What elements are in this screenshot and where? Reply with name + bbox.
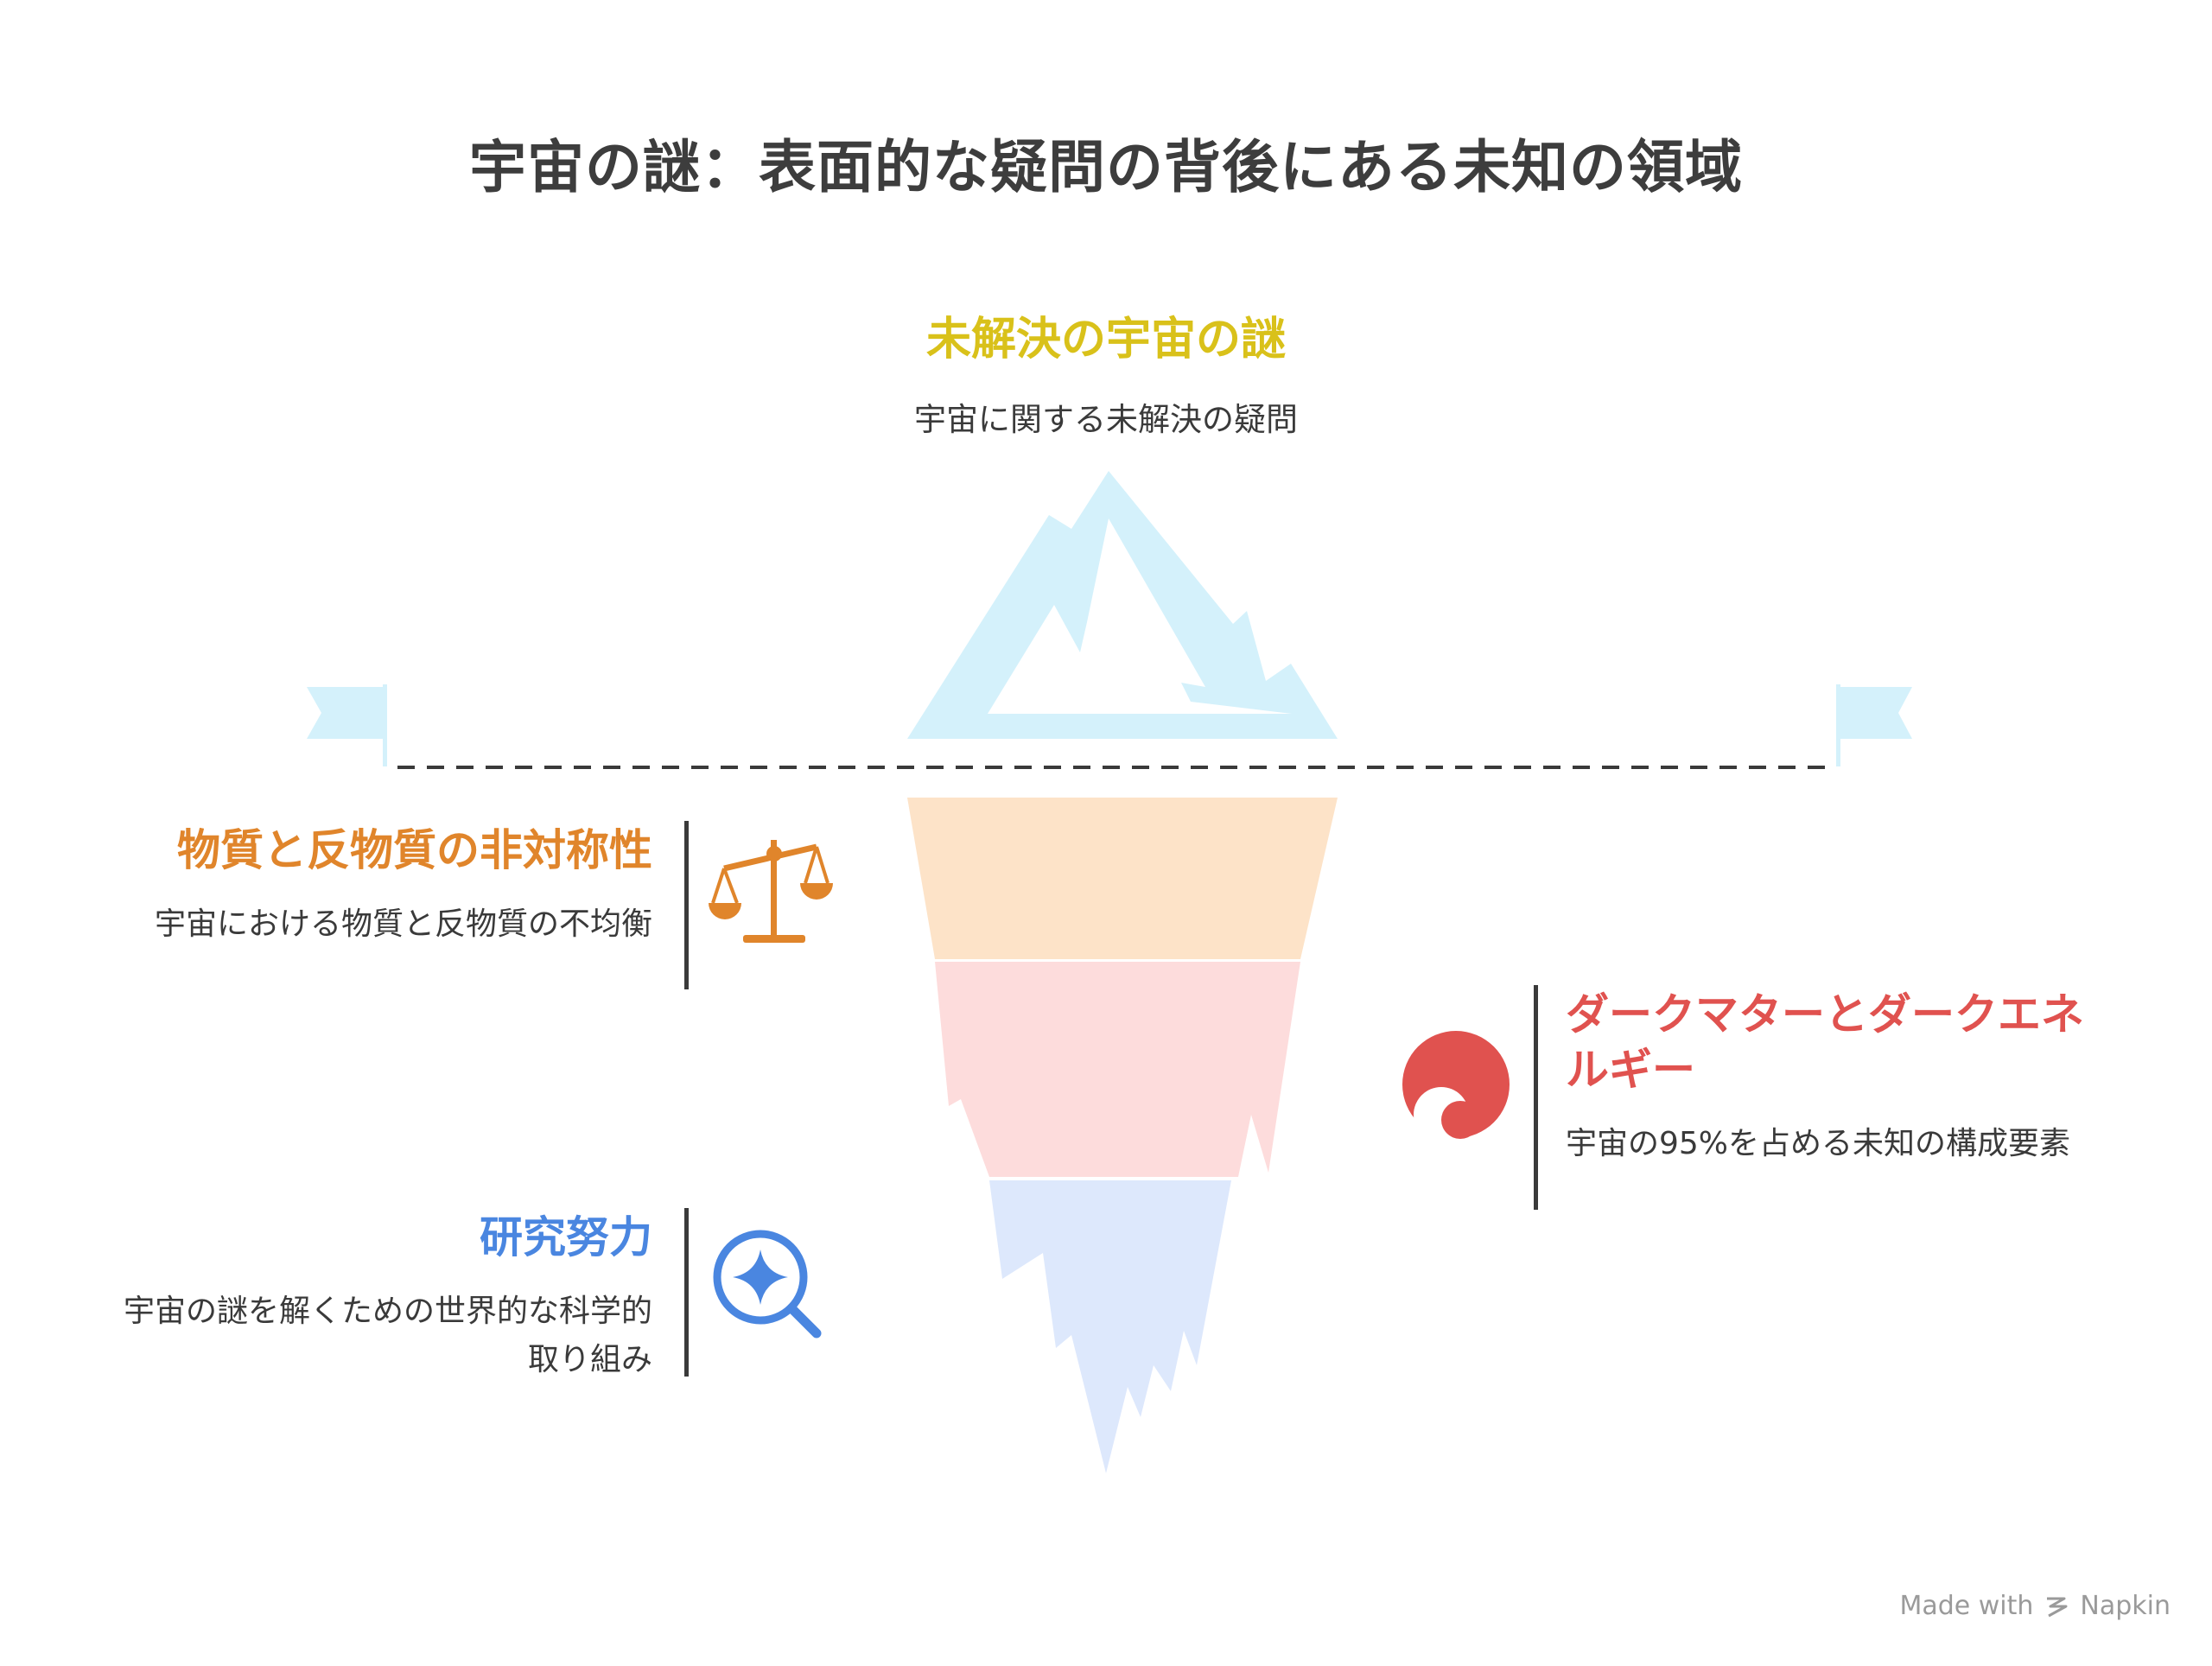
layer-1-divider	[684, 821, 689, 989]
iceberg-tip-title: 未解決の宇宙の謎	[925, 314, 1286, 366]
layer-1-title: 物質と反物質の非対称性	[177, 825, 652, 875]
layer-3-divider	[684, 1208, 689, 1377]
footer-watermark: Made with Napkin	[1899, 1591, 2171, 1621]
iceberg-tip	[907, 471, 1338, 739]
layer-2-description: 宇宙の95%を占める未知の構成要素	[1566, 1126, 2071, 1161]
footer-made-with: Made with	[1899, 1591, 2034, 1621]
search-sparkle-icon	[713, 1230, 822, 1339]
balance-scale-icon	[709, 840, 833, 943]
layer-3-title: 研究努力	[480, 1212, 652, 1262]
layer-1-description: 宇宙における物質と反物質の不均衡	[154, 906, 652, 942]
layer-2-divider	[1534, 985, 1538, 1210]
napkin-logo-icon	[2047, 1597, 2068, 1617]
page-title: 宇宙の謎：表面的な疑問の背後にある未知の領域	[469, 134, 1743, 200]
layer-1-block: 物質と反物質の非対称性 宇宙における物質と反物質の不均衡	[99, 823, 652, 949]
layer-2-block: ダークマターとダークエネルギー 宇宙の95%を占める未知の構成要素	[1566, 987, 2119, 1168]
iceberg-layer-1	[907, 798, 1338, 959]
right-flag-icon	[1836, 684, 1912, 766]
layer-3-block: 研究努力 宇宙の謎を解くための世界的な科学的取り組み	[99, 1210, 652, 1384]
iceberg-layer-2	[935, 962, 1300, 1177]
iceberg-tip-description: 宇宙に関する未解決の疑問	[914, 401, 1298, 438]
crescent-orb-icon	[1402, 1031, 1510, 1142]
left-flag-icon	[307, 684, 387, 766]
layer-2-title: ダークマターとダークエネルギー	[1566, 989, 2084, 1095]
footer-brand: Napkin	[2080, 1591, 2171, 1621]
layer-3-description: 宇宙の謎を解くための世界的な科学的取り組み	[123, 1294, 652, 1377]
iceberg-layer-3	[989, 1180, 1231, 1473]
